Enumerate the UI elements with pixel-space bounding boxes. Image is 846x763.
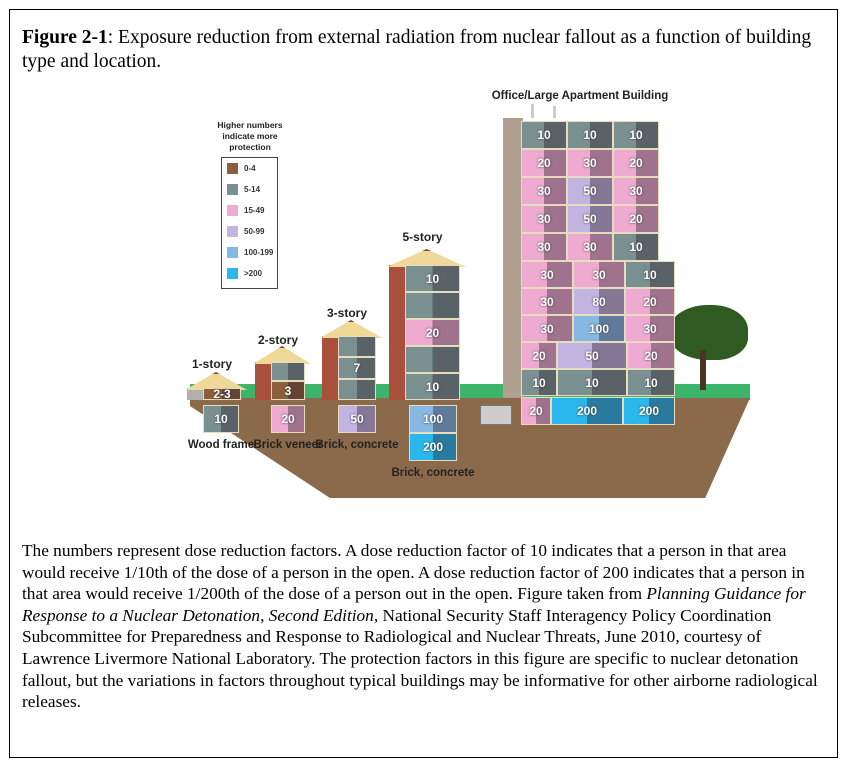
office-floor-cell: 30 bbox=[521, 205, 567, 233]
office-floor-cell: 30 bbox=[521, 288, 573, 315]
house-floor-cell: 10 bbox=[405, 373, 460, 400]
tree-icon bbox=[668, 305, 748, 360]
figure-description: The numbers represent dose reduction fac… bbox=[22, 540, 832, 713]
truck-icon bbox=[480, 405, 512, 425]
house-wall bbox=[322, 336, 338, 400]
office-floor-cell: 30 bbox=[521, 261, 573, 288]
legend-swatch bbox=[227, 163, 238, 174]
house-floor-cell bbox=[405, 346, 460, 373]
house-basement-cell: 50 bbox=[338, 405, 376, 433]
office-floor-cell: 20 bbox=[521, 149, 567, 177]
separator: , bbox=[260, 605, 269, 625]
house-type-label: Brick, concrete bbox=[315, 439, 399, 451]
office-floor-cell: 10 bbox=[613, 233, 659, 261]
office-floor-cell: 10 bbox=[625, 261, 675, 288]
antenna bbox=[553, 106, 556, 118]
office-floor-cell: 30 bbox=[613, 177, 659, 205]
legend-label: 100-199 bbox=[244, 248, 274, 257]
office-floor-cell: 30 bbox=[567, 149, 613, 177]
office-floor-cell: 30 bbox=[521, 315, 573, 342]
office-floor-cell: 20 bbox=[625, 288, 675, 315]
legend-swatch bbox=[227, 184, 238, 195]
house-title: 2-story bbox=[257, 333, 298, 347]
house-wall bbox=[389, 265, 405, 400]
office-floor-cell: 10 bbox=[557, 369, 627, 396]
office-title: Office/Large Apartment Building bbox=[491, 90, 669, 102]
legend: 0-4 5-14 15-49 50-99 100-199 >200 bbox=[221, 157, 278, 289]
office-floor-cell: 100 bbox=[573, 315, 625, 342]
office-floor-cell: 30 bbox=[625, 315, 675, 342]
figure-caption: Figure 2-1: Exposure reduction from exte… bbox=[22, 26, 822, 74]
office-floor-cell: 10 bbox=[567, 121, 613, 149]
legend-label: 5-14 bbox=[244, 185, 261, 194]
office-floor-cell: 20 bbox=[521, 342, 557, 369]
house-floor-cell: 20 bbox=[405, 319, 460, 346]
legend-label: 0-4 bbox=[244, 164, 256, 173]
house-wall bbox=[255, 362, 271, 400]
legend-label: 50-99 bbox=[244, 227, 265, 236]
office-floor-cell: 30 bbox=[567, 233, 613, 261]
house-basement-cell: 100 bbox=[409, 405, 457, 433]
office-floor-cell: 30 bbox=[573, 261, 625, 288]
figure-frame bbox=[9, 9, 838, 758]
house-floor-cell: 10 bbox=[405, 265, 460, 292]
body-text-2: , National Security Staff Interagency Po… bbox=[22, 605, 818, 712]
house-floor-cell bbox=[405, 292, 460, 319]
office-basement-cell: 200 bbox=[623, 397, 675, 425]
legend-item: 0-4 bbox=[227, 158, 277, 179]
source-title: Planning Guidance for Response to a Nucl… bbox=[22, 584, 806, 625]
house-floor-cell bbox=[338, 336, 376, 358]
office-basement-cell: 20 bbox=[521, 397, 551, 425]
house-title: 1-story bbox=[191, 357, 232, 371]
house-floor-cell: 3 bbox=[271, 381, 305, 400]
house-floor-cell bbox=[338, 378, 376, 400]
antenna bbox=[531, 104, 534, 118]
legend-swatch bbox=[227, 268, 238, 279]
office-floor-cell: 10 bbox=[521, 369, 557, 396]
office-floor-cell: 10 bbox=[627, 369, 675, 396]
office-floor-cell: 30 bbox=[521, 177, 567, 205]
house-type-label: Brick veneer bbox=[253, 439, 323, 451]
source-edition: Second Edition bbox=[268, 605, 374, 625]
body-text-1: The numbers represent dose reduction fac… bbox=[22, 541, 805, 604]
house-type-label: Wood frame bbox=[187, 439, 255, 451]
legend-item: >200 bbox=[227, 263, 277, 284]
office-floor-cell: 20 bbox=[613, 205, 659, 233]
office-basement-cell: 200 bbox=[551, 397, 623, 425]
house-basement-cell: 10 bbox=[203, 405, 239, 433]
office-floor-cell: 10 bbox=[613, 121, 659, 149]
house-floor-cell bbox=[271, 362, 305, 381]
legend-item: 15-49 bbox=[227, 200, 277, 221]
figure-label: Figure 2-1 bbox=[22, 27, 108, 48]
house-title: 5-story bbox=[402, 230, 443, 244]
house-title: 3-story bbox=[326, 306, 367, 320]
house-type-label: Brick, concrete bbox=[391, 467, 475, 479]
house-basement-cell: 20 bbox=[271, 405, 305, 433]
house-floor-cell: 2-3 bbox=[203, 387, 241, 401]
house-floor-cell: 7 bbox=[338, 357, 376, 379]
tree-trunk bbox=[700, 350, 706, 390]
legend-swatch bbox=[227, 247, 238, 258]
legend-item: 5-14 bbox=[227, 179, 277, 200]
legend-swatch bbox=[227, 205, 238, 216]
legend-item: 50-99 bbox=[227, 221, 277, 242]
office-floor-cell: 50 bbox=[557, 342, 627, 369]
office-floor-cell: 50 bbox=[567, 205, 613, 233]
office-building-side bbox=[503, 118, 523, 398]
office-floor-cell: 20 bbox=[613, 149, 659, 177]
legend-title: Higher numbers indicate more protection bbox=[217, 120, 283, 152]
office-floor-cell: 20 bbox=[627, 342, 675, 369]
office-floor-cell: 30 bbox=[521, 233, 567, 261]
legend-swatch bbox=[227, 226, 238, 237]
office-floor-cell: 50 bbox=[567, 177, 613, 205]
caption-text: : Exposure reduction from external radia… bbox=[22, 27, 812, 72]
house-basement-cell: 200 bbox=[409, 433, 457, 461]
legend-item: 100-199 bbox=[227, 242, 277, 263]
office-floor-cell: 10 bbox=[521, 121, 567, 149]
legend-label: 15-49 bbox=[244, 206, 265, 215]
house-wall bbox=[187, 388, 203, 400]
office-floor-cell: 80 bbox=[573, 288, 625, 315]
legend-label: >200 bbox=[244, 269, 263, 278]
